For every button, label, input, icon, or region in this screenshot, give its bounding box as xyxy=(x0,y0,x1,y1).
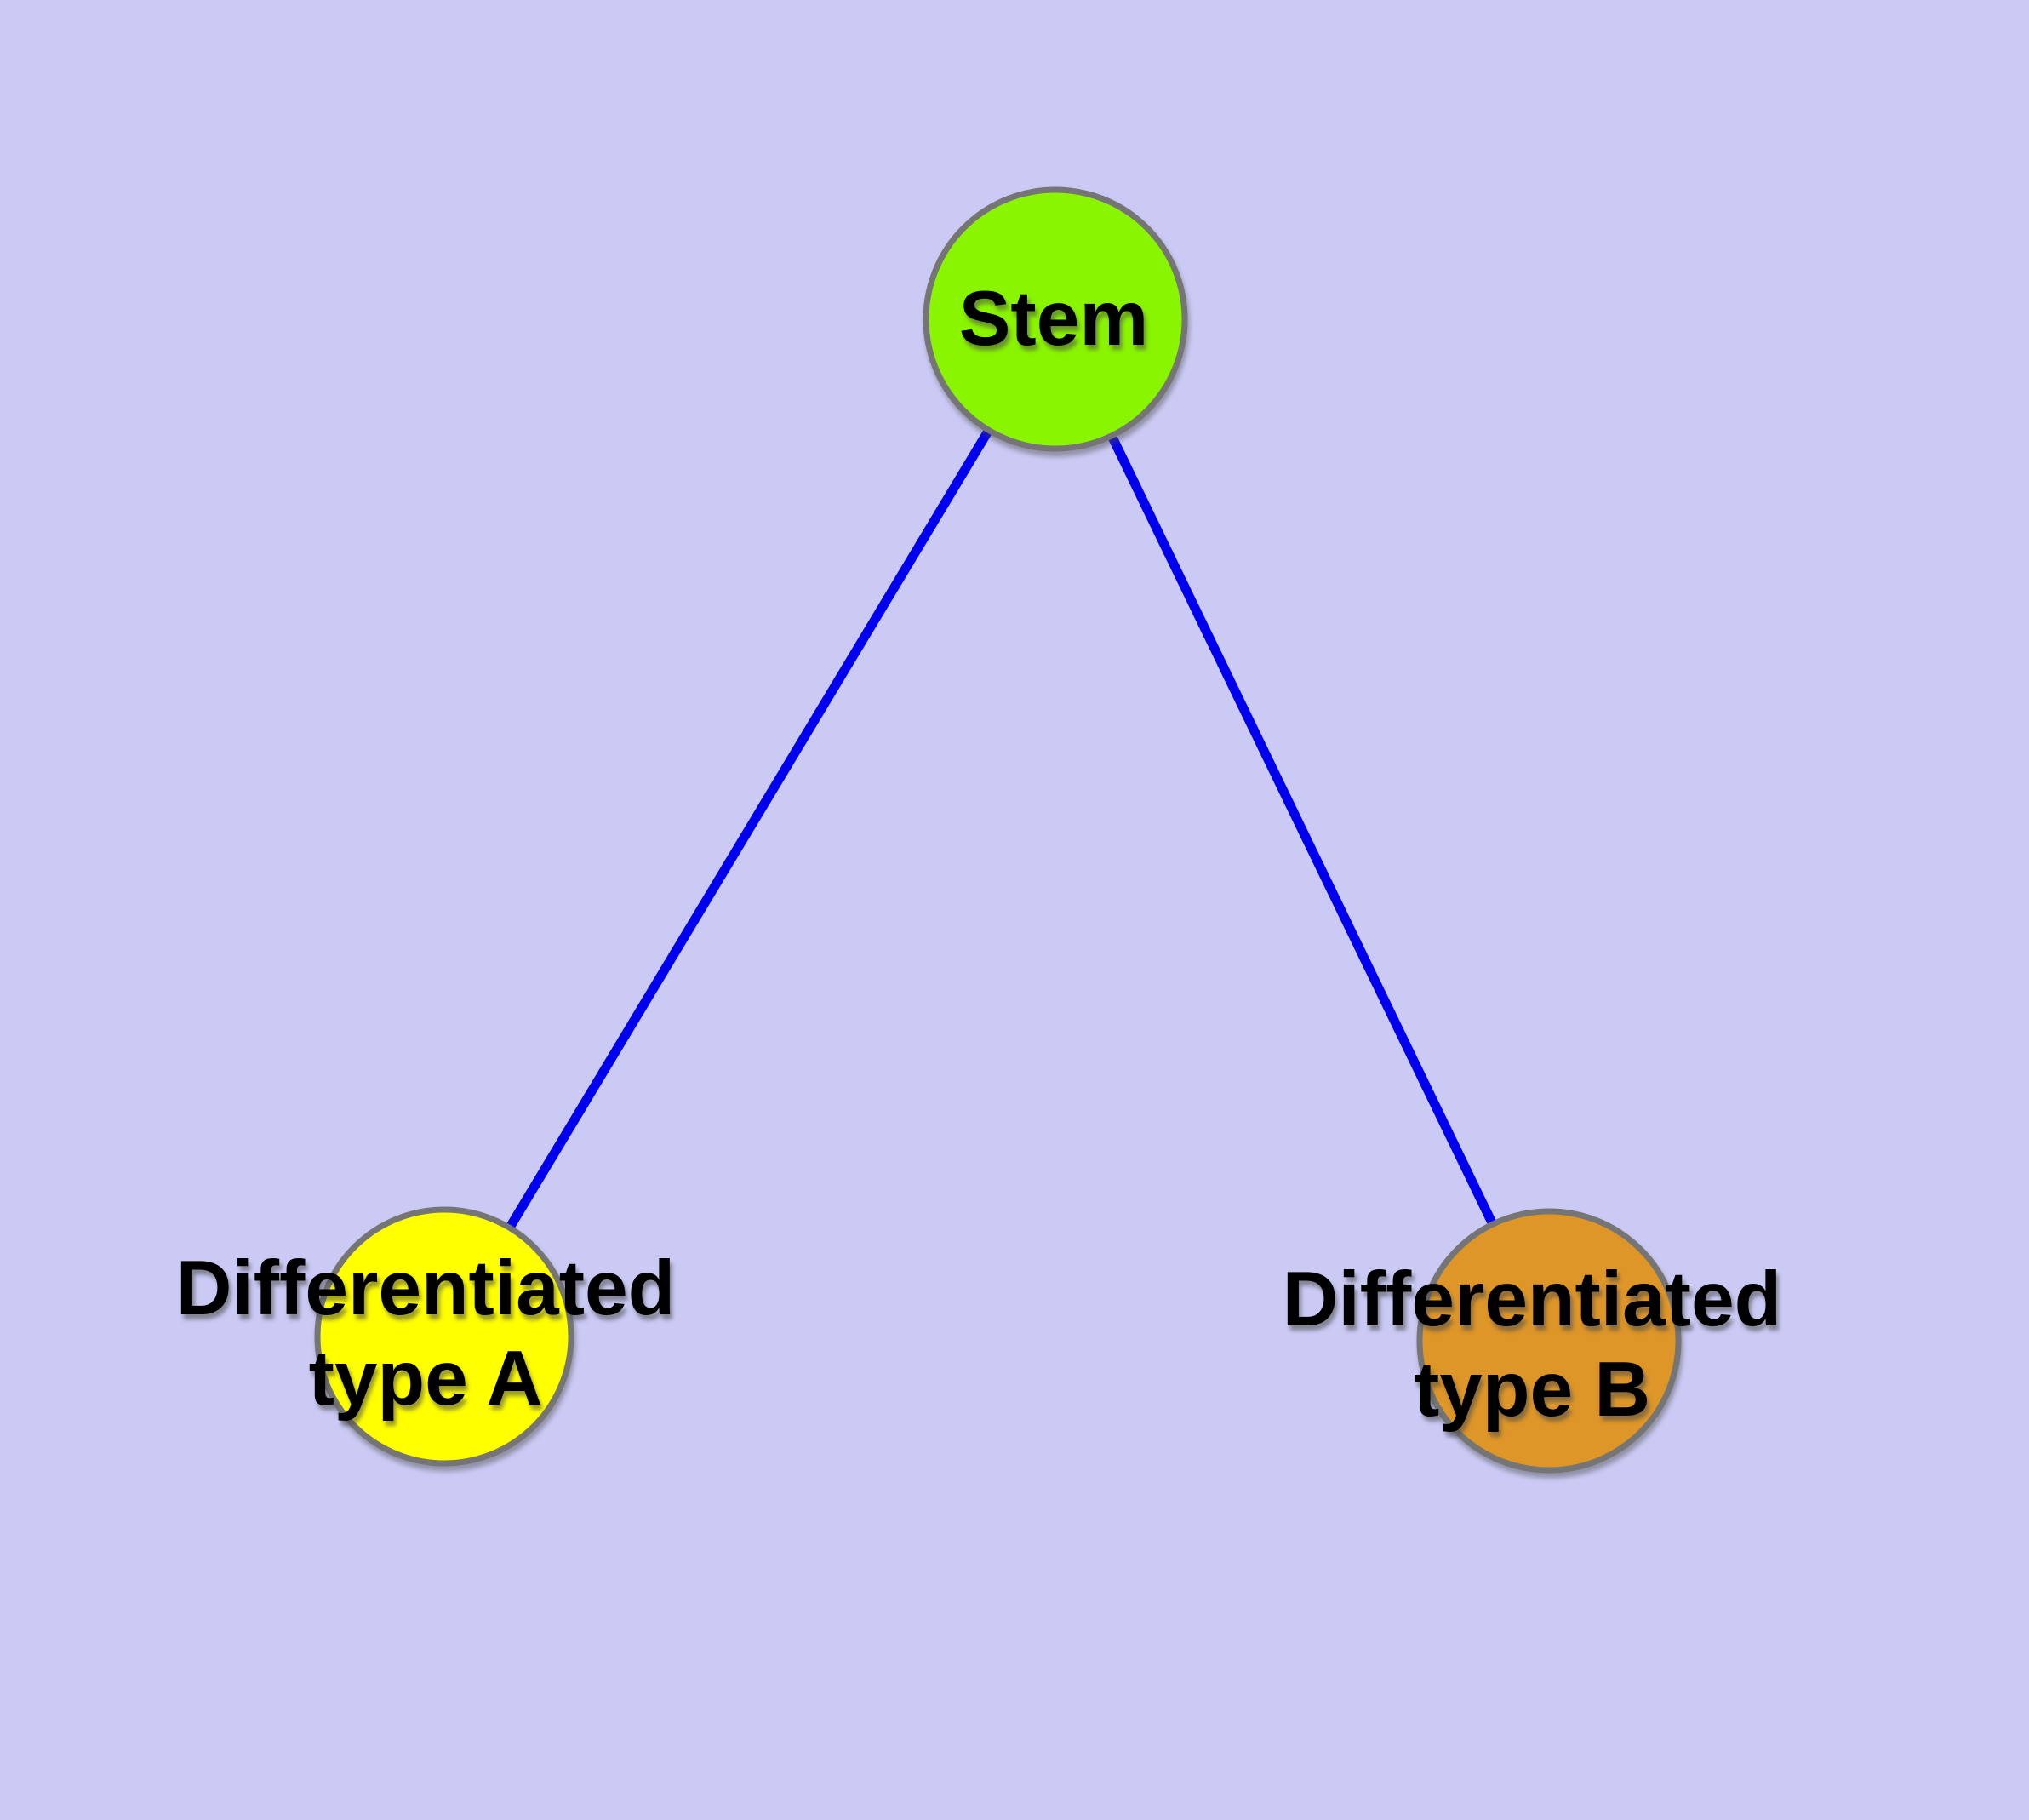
node-stem-circle xyxy=(923,186,1188,452)
node-differentiated-type-b-circle xyxy=(1416,1208,1682,1474)
edge-stem-to-type-a xyxy=(440,317,1060,1339)
node-label-differentiated-type-a: Differentiated type A xyxy=(176,1244,676,1424)
node-label-differentiated-type-b: Differentiated type B xyxy=(1283,1255,1782,1435)
node-label-stem: Stem xyxy=(959,274,1149,364)
edge-stem-to-type-b xyxy=(1051,317,1553,1343)
node-label-type-b-line2: type B xyxy=(1413,1347,1651,1433)
node-label-type-a-line2: type A xyxy=(308,1336,543,1422)
node-label-stem-text: Stem xyxy=(958,276,1149,362)
node-label-type-a-line1: Differentiated xyxy=(175,1245,676,1331)
node-differentiated-type-a-circle xyxy=(314,1206,574,1467)
node-label-type-b-line1: Differentiated xyxy=(1282,1256,1782,1342)
